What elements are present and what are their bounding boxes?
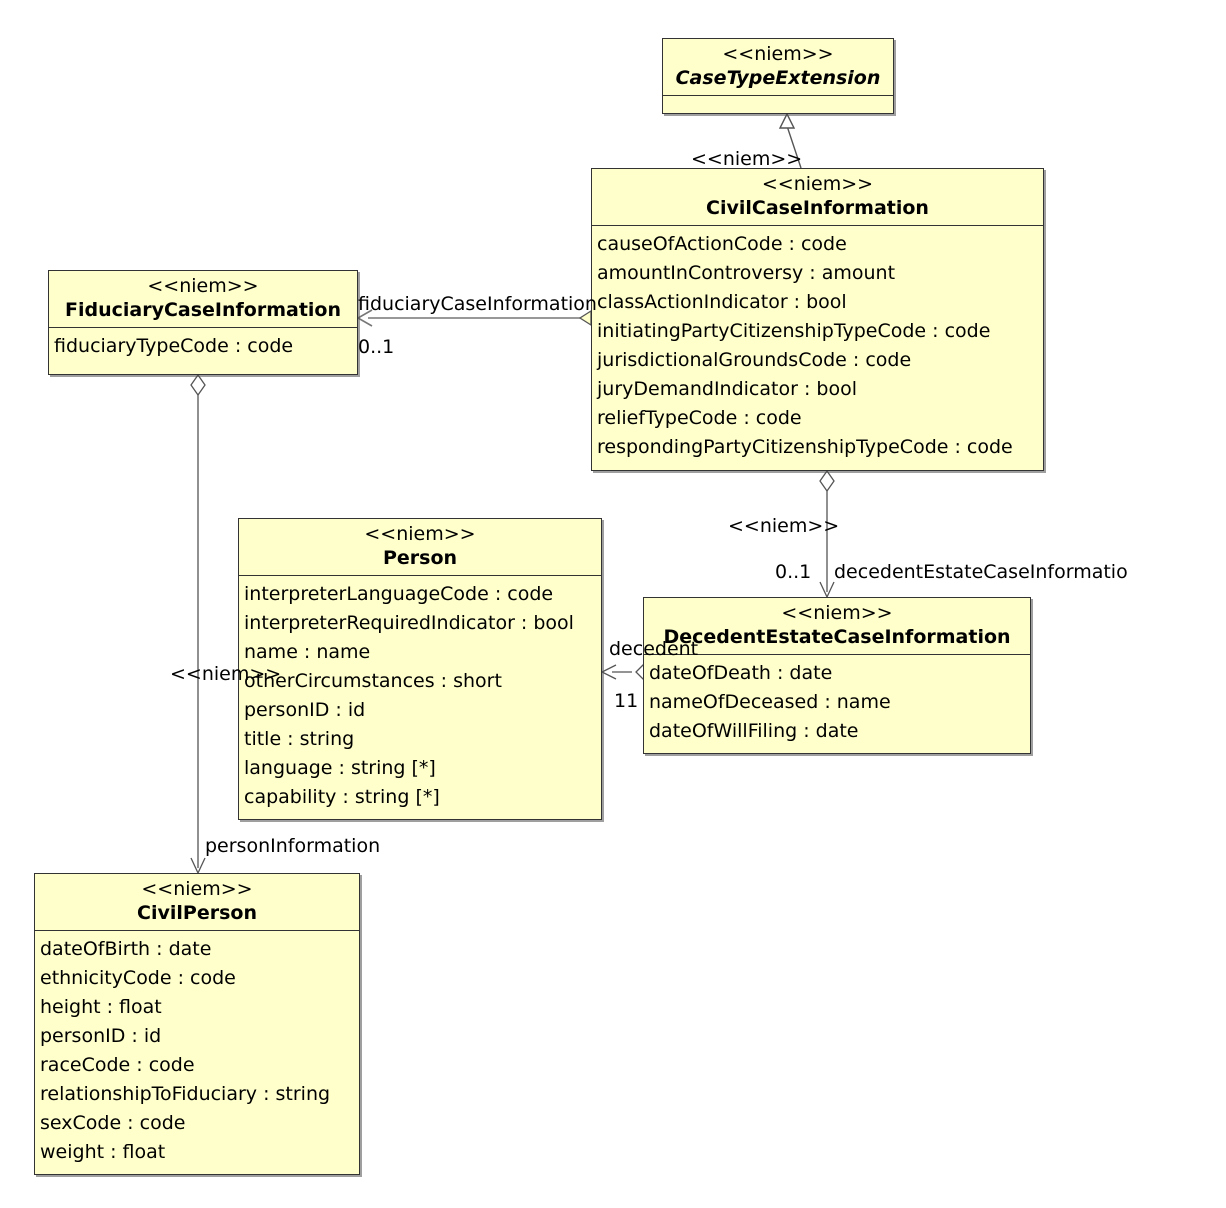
class-name: Person [382, 547, 458, 569]
association-role-decedent: decedent [609, 638, 699, 660]
class-attribute: weight : float [40, 1141, 166, 1163]
class-box-decedentestatecaseinformation[interactable]: <<niem>> DecedentEstateCaseInformation d… [643, 597, 1031, 754]
class-attribute: language : string [*] [244, 757, 436, 779]
class-attribute: interpreterLanguageCode : code [244, 583, 554, 605]
association-role-personinformation: personInformation [205, 835, 381, 857]
class-attribute: raceCode : code [40, 1054, 195, 1076]
association-multiplicity-decedent: 11 [614, 690, 639, 712]
class-stereotype: <<niem>> [147, 275, 259, 297]
class-stereotype: <<niem>> [722, 43, 834, 65]
class-attribute: dateOfBirth : date [40, 938, 212, 960]
class-box-civilcaseinformation[interactable]: <<niem>> CivilCaseInformation causeOfAct… [591, 168, 1044, 471]
class-attribute: juryDemandIndicator : bool [597, 378, 857, 400]
class-attribute: amountInControversy : amount [597, 262, 896, 284]
class-name: CivilPerson [137, 902, 257, 924]
class-attributes-casetypeextension [663, 96, 893, 122]
class-attribute: height : float [40, 996, 162, 1018]
class-name: DecedentEstateCaseInformation [663, 626, 1011, 648]
class-attribute: classActionIndicator : bool [597, 291, 847, 313]
class-attribute: capability : string [*] [244, 786, 440, 808]
class-name: FiduciaryCaseInformation [64, 299, 341, 321]
class-header-person: <<niem>> Person [239, 519, 601, 576]
class-attributes-fiduciarycaseinformation: fiduciaryTypeCode : code [49, 328, 357, 367]
class-attributes-civilcaseinformation: causeOfActionCode : code amountInControv… [592, 226, 1043, 468]
class-attribute: causeOfActionCode : code [597, 233, 847, 255]
class-attribute: dateOfDeath : date [649, 662, 833, 684]
association-multiplicity-decedentestate: 0..1 [775, 561, 812, 583]
association-stereotype-civilperson: <<niem>> [170, 663, 282, 685]
class-box-person[interactable]: <<niem>> Person interpreterLanguageCode … [238, 518, 602, 820]
class-box-casetypeextension[interactable]: <<niem>> CaseTypeExtension [662, 38, 894, 114]
class-attribute: respondingPartyCitizenshipTypeCode : cod… [597, 436, 1013, 458]
class-box-civilperson[interactable]: <<niem>> CivilPerson dateOfBirth : date … [34, 873, 360, 1175]
class-attributes-decedentestatecaseinformation: dateOfDeath : date nameOfDeceased : name… [644, 655, 1030, 752]
class-name: CaseTypeExtension [675, 67, 881, 89]
class-attribute: personID : id [244, 699, 366, 721]
association-role-fiduciarycaseinformation: fiduciaryCaseInformation [358, 293, 597, 315]
association-multiplicity-fiduciary: 0..1 [358, 336, 395, 358]
class-header-fiduciarycaseinformation: <<niem>> FiduciaryCaseInformation [49, 271, 357, 328]
class-box-fiduciarycaseinformation[interactable]: <<niem>> FiduciaryCaseInformation fiduci… [48, 270, 358, 375]
class-attribute: sexCode : code [40, 1112, 186, 1134]
class-attribute: fiduciaryTypeCode : code [54, 335, 294, 357]
class-attributes-person: interpreterLanguageCode : code interpret… [239, 576, 601, 818]
generalization-stereotype-label: <<niem>> [691, 148, 803, 170]
class-attribute: relationshipToFiduciary : string [40, 1083, 331, 1105]
association-role-decedentestatecaseinformation: decedentEstateCaseInformatio [834, 561, 1128, 583]
class-header-civilperson: <<niem>> CivilPerson [35, 874, 359, 931]
class-stereotype: <<niem>> [781, 602, 893, 624]
association-stereotype-decedentestate: <<niem>> [728, 515, 840, 537]
class-attribute: reliefTypeCode : code [597, 407, 802, 429]
class-attribute: jurisdictionalGroundsCode : code [597, 349, 912, 371]
class-name: CivilCaseInformation [706, 197, 929, 219]
class-attribute: name : name [244, 641, 371, 663]
class-attribute: title : string [244, 728, 355, 750]
class-attribute: dateOfWillFiling : date [649, 720, 859, 742]
class-attribute: otherCircumstances : short [244, 670, 502, 692]
class-attribute: personID : id [40, 1025, 162, 1047]
class-attribute: nameOfDeceased : name [649, 691, 891, 713]
aggregation-fiduciarycase-to-civilperson [190, 373, 206, 875]
class-attribute: interpreterRequiredIndicator : bool [244, 612, 574, 634]
class-header-civilcaseinformation: <<niem>> CivilCaseInformation [592, 169, 1043, 226]
class-attribute: initiatingPartyCitizenshipTypeCode : cod… [597, 320, 991, 342]
class-header-decedentestatecaseinformation: <<niem>> DecedentEstateCaseInformation [644, 598, 1030, 655]
class-stereotype: <<niem>> [364, 523, 476, 545]
class-attributes-civilperson: dateOfBirth : date ethnicityCode : code … [35, 931, 359, 1173]
class-header-casetypeextension: <<niem>> CaseTypeExtension [663, 39, 893, 96]
class-stereotype: <<niem>> [761, 173, 874, 195]
class-stereotype: <<niem>> [141, 878, 253, 900]
class-attribute: ethnicityCode : code [40, 967, 236, 989]
